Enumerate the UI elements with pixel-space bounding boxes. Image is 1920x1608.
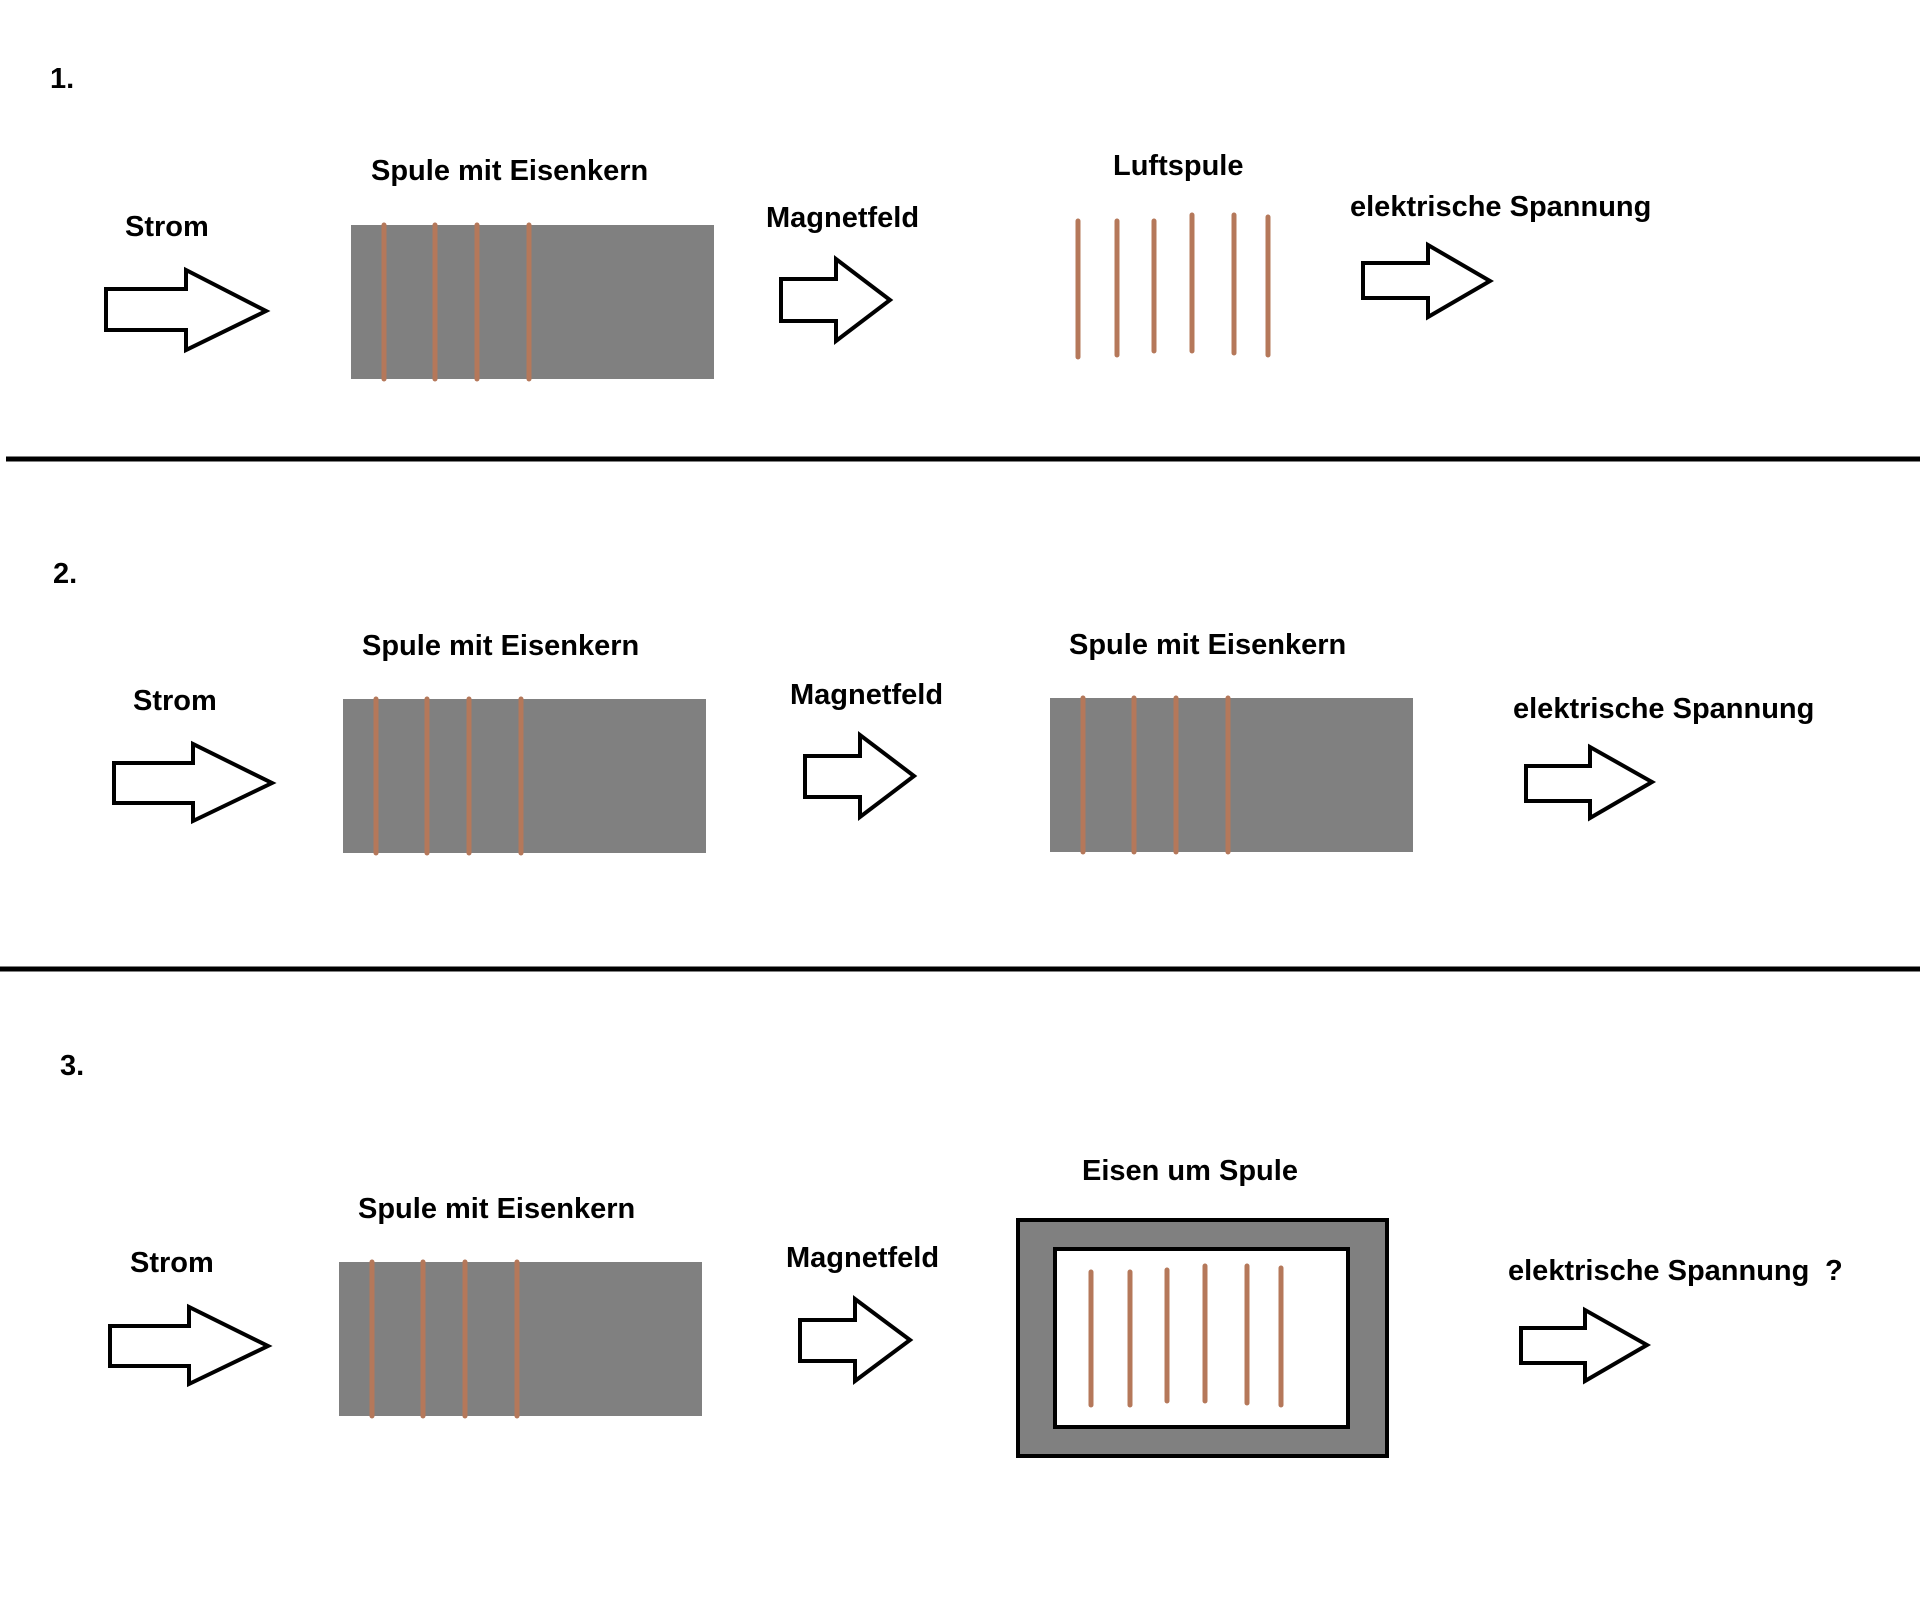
- coil-1-label: Spule mit Eisenkern: [371, 155, 648, 187]
- input-arrow: [108, 1303, 273, 1388]
- section-2: 2. Strom Spule mit Eisenkern Magnetfeld …: [53, 558, 1814, 856]
- section-number: 2.: [53, 558, 77, 590]
- coil-1-label: Spule mit Eisenkern: [362, 630, 639, 662]
- input-label: Strom: [125, 211, 209, 243]
- output-arrow: [1524, 743, 1657, 822]
- field-label: Magnetfeld: [766, 202, 919, 234]
- coil-2-label: Luftspule: [1113, 150, 1244, 182]
- coil-2-label: Eisen um Spule: [1082, 1155, 1298, 1187]
- coil-2-label: Spule mit Eisenkern: [1069, 629, 1346, 661]
- iron-core-coil: [343, 696, 706, 856]
- section-number: 3.: [60, 1050, 84, 1082]
- output-label: elektrische Spannung: [1350, 191, 1651, 223]
- coil-1-label: Spule mit Eisenkern: [358, 1193, 635, 1225]
- section-1: 1. Strom Spule mit Eisenkern Magnetfeld …: [50, 63, 1651, 382]
- output-arrow: [1519, 1306, 1652, 1385]
- field-arrow: [803, 730, 918, 822]
- field-arrow: [779, 254, 894, 346]
- field-label: Magnetfeld: [786, 1242, 939, 1274]
- section-3: 3. Strom Spule mit Eisenkern Magnetfeld …: [60, 1050, 1843, 1458]
- iron-core: [339, 1262, 702, 1416]
- input-arrow: [104, 266, 271, 354]
- iron-core: [343, 699, 706, 853]
- question-mark: ?: [1825, 1255, 1843, 1287]
- output-label: elektrische Spannung: [1508, 1255, 1809, 1287]
- air-coil: [1075, 212, 1271, 360]
- iron-core: [1050, 698, 1413, 852]
- field-label: Magnetfeld: [790, 679, 943, 711]
- input-label: Strom: [130, 1247, 214, 1279]
- coil-window: [1053, 1247, 1350, 1429]
- input-label: Strom: [133, 685, 217, 717]
- output-label: elektrische Spannung: [1513, 693, 1814, 725]
- iron-core-coil: [1050, 695, 1413, 855]
- iron-enclosed-coil: [1016, 1218, 1389, 1458]
- iron-core-coil: [339, 1259, 702, 1419]
- iron-core-coil: [351, 222, 714, 382]
- section-number: 1.: [50, 63, 74, 95]
- iron-core: [351, 225, 714, 379]
- field-arrow: [798, 1295, 914, 1385]
- input-arrow: [112, 740, 277, 825]
- output-arrow: [1361, 241, 1494, 321]
